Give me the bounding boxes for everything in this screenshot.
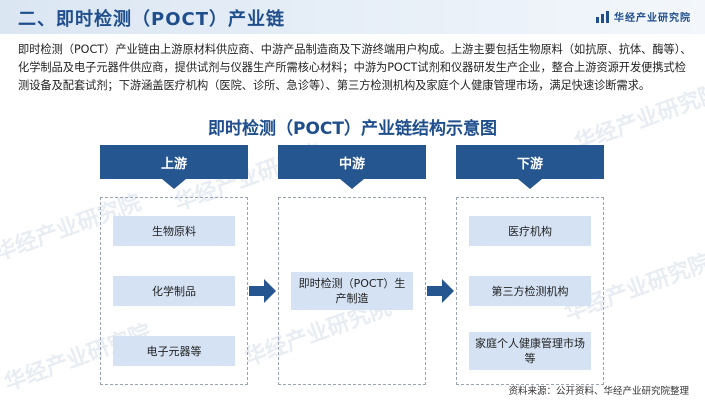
page-title: 二、即时检测（POCT）产业链: [18, 9, 285, 30]
flow-arrow-icon: [427, 279, 454, 303]
brand-logo: 华经产业研究院: [596, 9, 691, 24]
stage-box-upstream: 生物原料 化学制品 电子元器等: [100, 197, 248, 385]
bar-chart-icon: [596, 10, 609, 23]
upstream-item-bio: 生物原料: [113, 216, 235, 246]
downstream-item-medical: 医疗机构: [469, 216, 591, 246]
downstream-item-thirdparty: 第三方检测机构: [469, 276, 591, 306]
title-bar: [0, 0, 705, 34]
midstream-item-manufacturing: 即时检测（POCT）生产制造: [291, 272, 413, 310]
stage-box-downstream: 医疗机构 第三方检测机构 家庭个人健康管理市场等: [456, 197, 604, 385]
stage-box-midstream: 即时检测（POCT）生产制造: [278, 197, 426, 385]
downstream-item-home: 家庭个人健康管理市场等: [469, 332, 591, 370]
stage-header-downstream: 下游: [456, 145, 604, 189]
logo-text: 华经产业研究院: [614, 13, 691, 24]
upstream-item-chem: 化学制品: [113, 276, 235, 306]
flow-arrow-icon: [249, 279, 276, 303]
stage-header-midstream: 中游: [278, 145, 426, 189]
source-note: 资料来源：公开资料、华经产业研究院整理: [508, 386, 689, 397]
upstream-item-electronic: 电子元器等: [113, 336, 235, 366]
intro-paragraph: 即时检测（POCT）产业链由上游原材料供应商、中游产品制造商及下游终端用户构成。…: [18, 43, 692, 92]
stage-header-upstream: 上游: [100, 145, 248, 189]
diagram-title: 即时检测（POCT）产业链结构示意图: [208, 119, 497, 139]
